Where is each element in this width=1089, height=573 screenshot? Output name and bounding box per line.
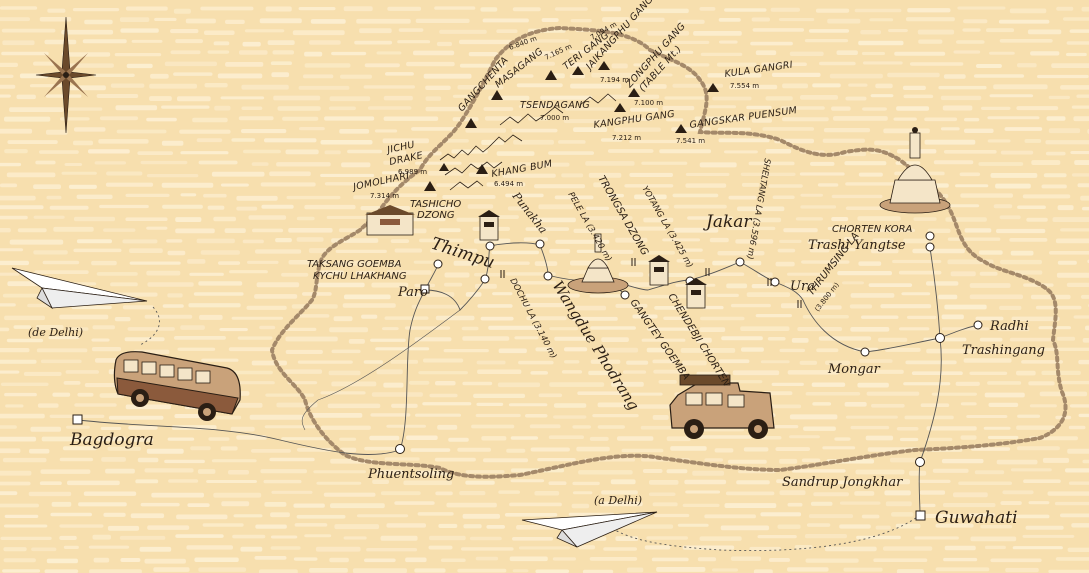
paper-plane-icon — [11, 267, 148, 310]
peak-drake-elev: 6.989 m — [398, 168, 427, 176]
label-tashicho-1: TASHICHO — [410, 199, 461, 210]
peak-tsendagang: TSENDAGANG — [520, 100, 590, 111]
label-radhi: Radhi — [989, 319, 1029, 334]
mountain-range — [439, 93, 617, 191]
label-de-delhi: (de Delhi) — [28, 326, 83, 339]
label-a-delhi: (a Delhi) — [594, 494, 642, 507]
label-jakar: Jakar — [703, 212, 752, 232]
label-taksang-goemba: TAKSANG GOEMBA — [307, 259, 402, 270]
peak-markers — [424, 61, 719, 191]
label-chorten-kora: CHORTEN KORA — [832, 224, 913, 235]
dzong-icon — [648, 255, 670, 286]
peak-jomolhari-elev: 7.314 m — [370, 192, 399, 200]
label-ura: Ura — [790, 279, 815, 294]
country-border — [269, 25, 1068, 479]
stupa-icon — [567, 233, 629, 294]
paper-plane-icon — [521, 511, 658, 548]
place-markers — [72, 231, 983, 521]
peak-kangphu-gang-elev: 7.212 m — [612, 134, 641, 142]
peak-zongphu-gang-elev: 7.100 m — [634, 99, 663, 107]
peak-khang-bum-elev: 6.494 m — [494, 180, 523, 188]
label-trashi-yangtse: Trashi Yangtse — [808, 238, 906, 253]
label-kychu-lhakhang: KYCHU LHAKHANG — [313, 271, 407, 282]
dzong-icon — [478, 210, 500, 241]
bus-icon — [113, 351, 241, 421]
land-rover-icon — [669, 374, 775, 439]
pass-markers — [500, 258, 802, 308]
label-paro: Paro — [397, 285, 428, 300]
label-phuentsoling: Phuentsoling — [367, 467, 454, 482]
peak-jaikangphu-gang-elev: 7.194 m — [600, 76, 629, 84]
peak-tsendagang-elev: 7.000 m — [540, 114, 569, 122]
peak-kula-gangri-elev: 7.554 m — [730, 82, 759, 90]
label-guwahati: Guwahati — [935, 508, 1018, 528]
label-mongar: Mongar — [827, 362, 881, 377]
label-sandrup-jongkhar: Sandrup Jongkhar — [782, 475, 903, 490]
dzong-icon — [365, 205, 415, 236]
compass-rose-icon — [35, 16, 97, 134]
stupa-icon — [879, 127, 951, 214]
label-bagdogra: Bagdogra — [69, 430, 154, 450]
dzong-icon — [685, 278, 707, 309]
label-tashicho-2: DZONG — [417, 210, 455, 221]
parchment-texture — [0, 6, 1089, 573]
label-trashingang: Trashingang — [962, 343, 1045, 358]
peak-gangskar-puensum-elev: 7.541 m — [676, 137, 705, 145]
